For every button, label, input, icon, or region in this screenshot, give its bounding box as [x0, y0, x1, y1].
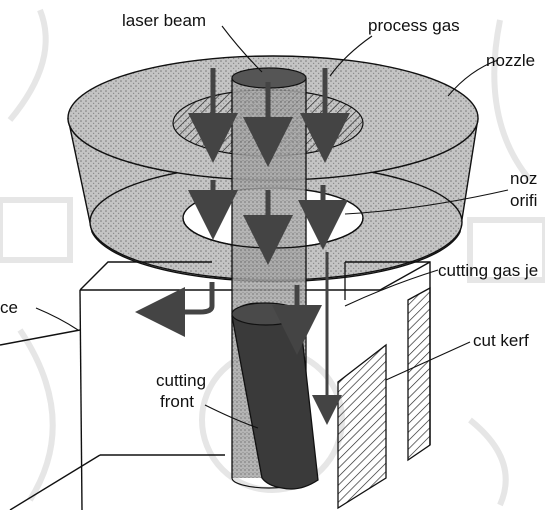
label-cutting-gas-jet: cutting gas je [438, 261, 538, 280]
label-nozzle-orifice-line1: noz [510, 169, 537, 188]
label-nozzle-orifice-line2: orifi [510, 191, 537, 210]
label-laser-beam: laser beam [122, 11, 206, 30]
cut-kerf-front [338, 345, 386, 508]
label-cutting-front-line1: cutting [156, 371, 206, 390]
gas-arrow-deflect-left [160, 282, 212, 312]
cut-kerf [338, 262, 430, 508]
label-process-gas: process gas [368, 16, 460, 35]
leader-workpiece [36, 308, 78, 330]
label-workpiece: ce [0, 298, 18, 317]
label-nozzle: nozzle [486, 51, 535, 70]
cut-kerf-back [408, 288, 430, 460]
label-cut-kerf: cut kerf [473, 331, 529, 350]
label-cutting-front-line2: front [160, 392, 194, 411]
